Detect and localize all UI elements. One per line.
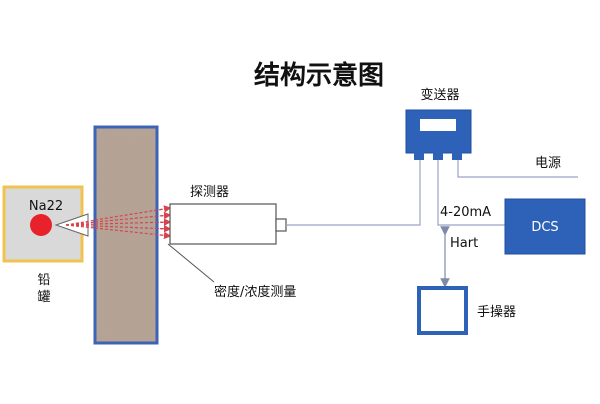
measurement-leader xyxy=(167,243,215,283)
transmitter-port-2 xyxy=(433,152,443,160)
transmitter-display xyxy=(420,119,456,131)
detector-label: 探测器 xyxy=(190,185,229,200)
signal-label: 4-20mA xyxy=(440,205,491,220)
detector-cap xyxy=(275,218,287,232)
source-isotope-label: Na22 xyxy=(29,199,63,214)
detector-body xyxy=(169,203,277,245)
radiation-source xyxy=(30,214,52,236)
transmitter-port-3 xyxy=(452,152,462,160)
transmitter-box xyxy=(405,109,472,154)
diagram-title: 结构示意图 xyxy=(254,60,384,91)
dcs-box xyxy=(504,198,586,255)
lead-tank-label-1: 铅 xyxy=(37,273,50,288)
measurement-label: 密度/浓度测量 xyxy=(214,284,296,300)
hart-label: Hart xyxy=(450,236,478,251)
handheld-device xyxy=(417,286,468,335)
pipe-wall xyxy=(93,125,159,345)
dcs-label: DCS xyxy=(531,220,558,235)
radiation-rays-over-wall xyxy=(94,205,172,239)
power-label: 电源 xyxy=(535,156,561,171)
lead-tank-label-2: 罐 xyxy=(37,290,50,305)
transmitter-port-1 xyxy=(414,152,424,160)
wiring xyxy=(286,160,578,226)
transmitter-label: 变送器 xyxy=(420,87,459,103)
handheld-label: 手操器 xyxy=(477,304,516,320)
